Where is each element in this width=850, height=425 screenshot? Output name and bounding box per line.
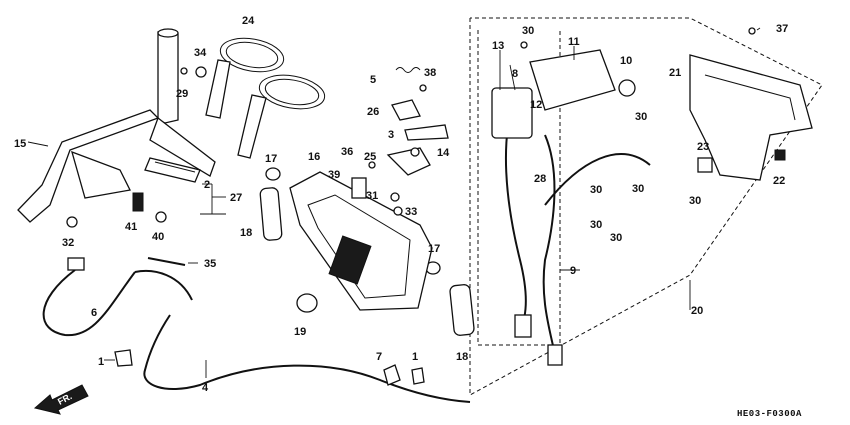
callout-20: 20 <box>691 305 703 317</box>
callout-22: 22 <box>773 175 785 187</box>
callout-37: 37 <box>776 23 788 35</box>
callout-10: 10 <box>620 55 632 67</box>
nut-34 <box>195 66 207 78</box>
clip-1-right <box>411 367 425 385</box>
callout-4: 4 <box>202 382 209 394</box>
callout-39: 39 <box>328 169 340 181</box>
callout-30-e: 30 <box>610 232 622 244</box>
bolt-29 <box>180 67 188 75</box>
wire-35 <box>147 257 186 266</box>
callout-17-right: 17 <box>428 243 440 255</box>
washer-14 <box>410 147 420 157</box>
cable-6 <box>42 269 193 337</box>
callout-23: 23 <box>697 141 709 153</box>
callout-15: 15 <box>14 138 26 150</box>
bolt-36 <box>368 161 376 169</box>
callout-30-b: 30 <box>590 184 602 196</box>
plate-39 <box>351 177 367 199</box>
grommet-17-top <box>265 167 281 181</box>
callout-labels: 1 1 2 3 4 5 6 7 8 9 10 11 12 13 14 15 16… <box>14 15 802 419</box>
callout-3: 3 <box>388 129 394 141</box>
callout-34: 34 <box>194 47 207 59</box>
callout-7: 7 <box>376 351 382 363</box>
switch-block-13 <box>491 87 533 139</box>
heated-grip-assembly <box>205 37 326 159</box>
callout-30-d: 30 <box>590 219 602 231</box>
callout-33: 33 <box>405 206 417 218</box>
grip-18-right <box>449 284 475 336</box>
callout-1-left: 1 <box>98 356 104 368</box>
grip-18-left <box>259 187 283 241</box>
callout-6: 6 <box>91 307 97 319</box>
callout-36: 36 <box>341 146 353 158</box>
callout-14: 14 <box>437 147 450 159</box>
grip-plate <box>144 157 201 183</box>
callout-26: 26 <box>367 106 379 118</box>
handlebar-pipe <box>17 28 216 223</box>
callout-30-top: 30 <box>522 25 534 37</box>
callout-24: 24 <box>242 15 255 27</box>
callout-38: 38 <box>424 67 436 79</box>
clip-22 <box>774 149 786 161</box>
callout-40: 40 <box>152 231 164 243</box>
spring-5 <box>395 67 421 73</box>
callout-27: 27 <box>230 192 242 204</box>
callout-12: 12 <box>530 99 542 111</box>
cable-4 <box>143 314 471 403</box>
screw-37 <box>748 27 756 35</box>
callout-35: 35 <box>204 258 216 270</box>
bracket-25 <box>386 147 431 176</box>
screw-30-top <box>520 41 528 49</box>
nut-33 <box>393 206 403 216</box>
clip-23 <box>697 157 713 173</box>
callout-30-f: 30 <box>689 195 701 207</box>
callout-5: 5 <box>370 74 376 86</box>
callout-19: 19 <box>294 326 306 338</box>
leader-lines <box>27 27 761 378</box>
grommet-19 <box>296 293 318 313</box>
switch-41 <box>132 192 144 212</box>
callout-18-right: 18 <box>456 351 468 363</box>
clip-7 <box>383 364 401 386</box>
callout-13: 13 <box>492 40 504 52</box>
callout-18-left: 18 <box>240 227 252 239</box>
callout-11: 11 <box>568 36 580 48</box>
bolt-32 <box>66 216 78 228</box>
callout-32: 32 <box>62 237 74 249</box>
harness-9 <box>504 94 651 366</box>
callout-9: 9 <box>570 265 576 277</box>
callout-25: 25 <box>364 151 376 163</box>
lever-3 <box>404 124 449 141</box>
nut-40 <box>155 211 167 223</box>
callout-28: 28 <box>534 173 546 185</box>
callout-30-a: 30 <box>635 111 647 123</box>
lever-26 <box>391 99 421 121</box>
callout-31: 31 <box>366 190 378 202</box>
nut-31 <box>390 192 400 202</box>
group-boundary-harness <box>469 17 823 396</box>
callout-17-top: 17 <box>265 153 277 165</box>
clip-1-left <box>114 349 133 367</box>
callout-29: 29 <box>176 88 188 100</box>
diagram-code: HE03-F0300A <box>737 409 802 419</box>
front-arrow <box>33 384 89 415</box>
callout-8: 8 <box>512 68 518 80</box>
cap-10 <box>618 79 636 97</box>
callout-16: 16 <box>308 151 320 163</box>
callout-1-right: 1 <box>412 351 418 363</box>
callout-30-c: 30 <box>632 183 644 195</box>
control-housing <box>289 171 433 311</box>
bolt-38 <box>419 84 427 92</box>
callout-41: 41 <box>125 221 137 233</box>
throttle-lever <box>67 257 85 271</box>
callout-21: 21 <box>669 67 681 79</box>
panel-21 <box>689 54 813 181</box>
housing-11 <box>529 49 616 111</box>
callout-2: 2 <box>204 179 210 191</box>
